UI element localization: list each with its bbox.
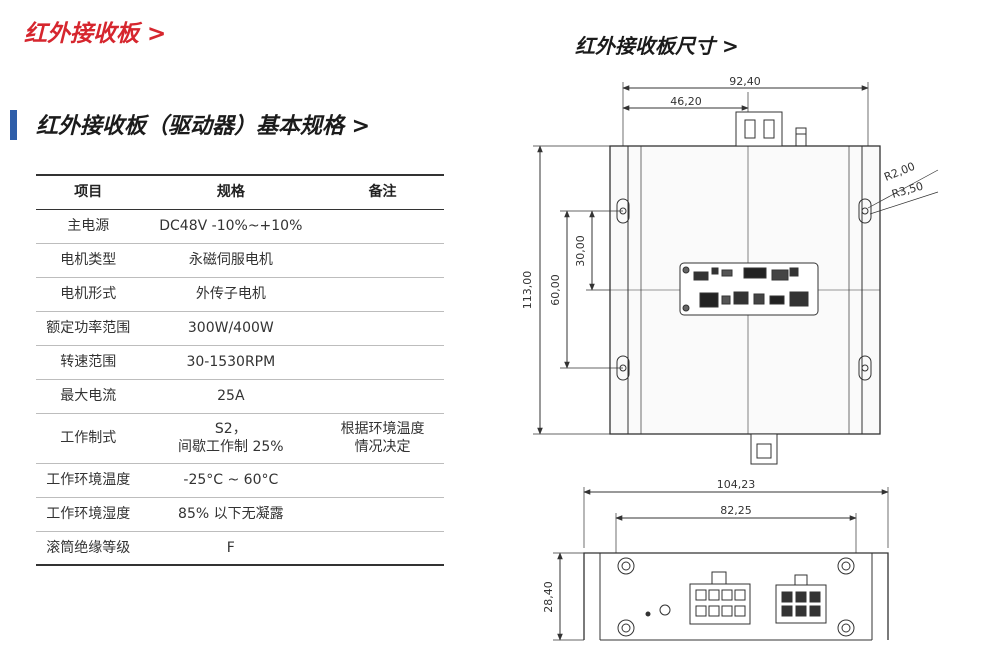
row-item: 工作环境温度	[36, 463, 141, 498]
row-note	[321, 531, 444, 566]
row-note	[321, 497, 444, 532]
row-item: 额定功率范围	[36, 311, 141, 346]
screw-hole	[837, 619, 855, 637]
dim-label-bottom-inner-width: 82,25	[720, 504, 752, 517]
table-row: 工作制式 S2， 间歇工作制 25% 根据环境温度 情况决定	[36, 413, 444, 464]
row-spec: S2， 间歇工作制 25%	[140, 413, 322, 464]
table-row: 电机形式 外传子电机	[36, 277, 444, 312]
page-title: 红外接收板 >	[24, 21, 167, 47]
header-note: 备注	[321, 174, 444, 210]
table-row: 工作环境湿度 85% 以下无凝露	[36, 497, 444, 532]
row-item: 工作环境湿度	[36, 497, 141, 532]
mounting-slot	[858, 198, 872, 224]
indicator-led	[659, 604, 671, 616]
row-note	[321, 311, 444, 346]
dimension-title: 红外接收板尺寸 >	[575, 34, 739, 58]
dim-label-top-half-width: 46,20	[670, 95, 702, 108]
header-spec: 规格	[140, 174, 322, 210]
dim-label-height-30: 30,00	[574, 235, 587, 267]
housing-front	[583, 552, 889, 640]
row-item: 电机类型	[36, 243, 141, 278]
table-row: 主电源 DC48V -10%~+10%	[36, 209, 444, 244]
row-spec: F	[140, 531, 322, 566]
row-spec: -25°C ~ 60°C	[140, 463, 322, 498]
top-connector	[735, 111, 783, 147]
screw-hole	[837, 557, 855, 575]
dim-label-top-width: 92,40	[729, 75, 761, 88]
spec-table-header: 项目 规格 备注	[36, 174, 444, 210]
table-row: 工作环境温度 -25°C ~ 60°C	[36, 463, 444, 498]
row-note	[321, 209, 444, 244]
screw-hole	[617, 557, 635, 575]
row-note: 根据环境温度 情况决定	[321, 413, 444, 464]
row-item: 最大电流	[36, 379, 141, 414]
top-view	[533, 82, 939, 465]
mounting-slot	[858, 355, 872, 381]
spec-table: 项目 规格 备注 主电源 DC48V -10%~+10% 电机类型 永磁伺服电机…	[36, 174, 444, 566]
bottom-view	[553, 487, 889, 641]
row-note	[321, 345, 444, 380]
bottom-clip	[750, 433, 778, 465]
row-spec: DC48V -10%~+10%	[140, 209, 322, 244]
table-row: 转速范围 30-1530RPM	[36, 345, 444, 380]
row-spec: 外传子电机	[140, 277, 322, 312]
row-spec: 300W/400W	[140, 311, 322, 346]
table-row: 电机类型 永磁伺服电机	[36, 243, 444, 278]
row-item: 转速范围	[36, 345, 141, 380]
section-title: 红外接收板（驱动器）基本规格 >	[36, 114, 371, 139]
row-spec: 30-1530RPM	[140, 345, 322, 380]
dim-label-height-total: 113,00	[521, 271, 534, 310]
row-item: 工作制式	[36, 413, 141, 464]
row-spec: 25A	[140, 379, 322, 414]
dim-label-height-60: 60,00	[549, 274, 562, 306]
header-item: 项目	[36, 174, 141, 210]
row-note	[321, 379, 444, 414]
row-item: 滚筒绝缘等级	[36, 531, 141, 566]
row-item: 主电源	[36, 209, 141, 244]
signal-connector	[775, 574, 827, 624]
dim-label-bottom-height: 28,40	[542, 581, 555, 613]
row-item: 电机形式	[36, 277, 141, 312]
dim-label-bottom-width: 104,23	[717, 478, 756, 491]
screw-hole	[617, 619, 635, 637]
table-row: 最大电流 25A	[36, 379, 444, 414]
row-spec: 85% 以下无凝露	[140, 497, 322, 532]
pcb-board	[679, 262, 819, 316]
row-spec: 永磁伺服电机	[140, 243, 322, 278]
power-connector	[689, 571, 751, 625]
dim-label-radius-outer: R2,00	[882, 160, 917, 184]
table-row: 滚筒绝缘等级 F	[36, 531, 444, 566]
table-row: 额定功率范围 300W/400W	[36, 311, 444, 346]
row-note	[321, 243, 444, 278]
row-note	[321, 277, 444, 312]
section-accent-bar	[10, 110, 17, 140]
row-note	[321, 463, 444, 498]
